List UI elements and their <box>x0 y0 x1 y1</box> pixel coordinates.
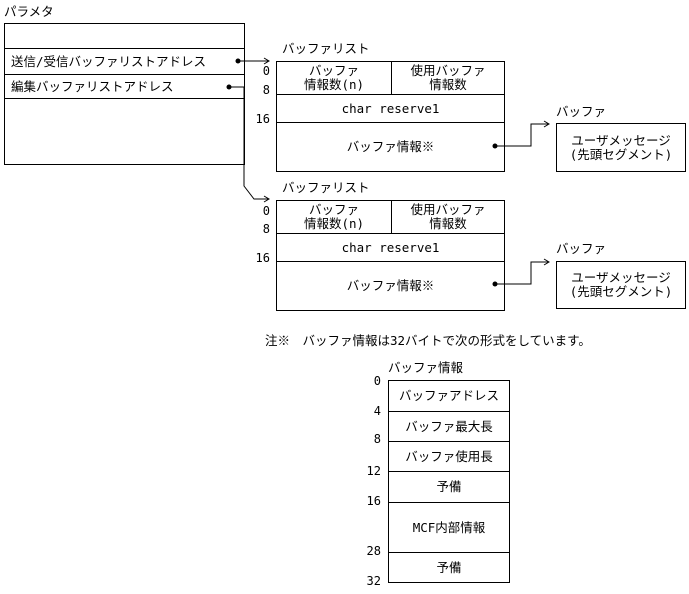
format-mcf-internal-info-label: MCF内部情報 <box>412 519 486 535</box>
buffer-list-1-used-info-count-l2: 情報数 <box>429 77 467 92</box>
buffer-list-2-used-info-count-l1: 使用バッファ <box>410 202 486 217</box>
buffer-2-content: ユーザメッセージ (先頭セグメント) <box>557 262 685 308</box>
buffer-list-2-buffer-info-count: バッファ 情報数(n) <box>277 201 391 233</box>
buffer-list-1-title: バッファリスト <box>282 41 370 56</box>
format-buffer-used-length: バッファ使用長 <box>389 442 509 471</box>
buffer-2-line2: (先頭セグメント) <box>569 284 673 299</box>
arrow-list1-to-buffer1 <box>495 123 548 147</box>
format-buffer-used-length-label: バッファ使用長 <box>405 448 493 464</box>
dot-send-recv <box>235 58 241 64</box>
buffer-list-2-offset-0: 0 <box>262 204 270 218</box>
edit-buffer-list-address: 編集バッファリストアドレス <box>5 75 244 98</box>
format-buffer-address-label: バッファアドレス <box>398 388 499 403</box>
send-recv-buffer-list-address-label: 送信/受信バッファリストアドレス <box>11 53 207 69</box>
buffer-list-2-offset-16: 16 <box>255 251 270 265</box>
edit-buffer-list-address-label: 編集バッファリストアドレス <box>11 78 174 94</box>
format-offset-12: 12 <box>366 464 381 478</box>
buffer-2: ユーザメッセージ (先頭セグメント) <box>556 261 686 309</box>
buffer-list-1-buffer-info-count: バッファ 情報数(n) <box>277 62 391 94</box>
format-offset-8: 8 <box>373 432 381 446</box>
buffer-info-format-table: バッファアドレス バッファ最大長 バッファ使用長 予備 MCF内部情報 予備 <box>388 380 510 583</box>
buffer-list-1-buffer-info-count-l2: 情報数(n) <box>303 77 365 92</box>
buffer-list-2-buffer-info-count-l2: 情報数(n) <box>303 216 365 231</box>
note-text: 注※ バッファ情報は32バイトで次の形式をしています。 <box>265 333 591 348</box>
dot-list1-info <box>492 143 498 149</box>
format-buffer-max-length-label: バッファ最大長 <box>405 418 493 434</box>
format-offset-28: 28 <box>366 544 381 558</box>
buffer-list-1-reserve-label: char reserve1 <box>341 100 440 116</box>
buffer-list-1-offset-0: 0 <box>262 64 270 78</box>
format-offset-4: 4 <box>373 404 381 418</box>
buffer-list-1-offset-8: 8 <box>262 83 270 97</box>
buffer-list-1-used-info-count-l1: 使用バッファ <box>410 63 486 78</box>
format-reserved-1-label: 予備 <box>436 479 462 494</box>
buffer-1: ユーザメッセージ (先頭セグメント) <box>556 123 686 172</box>
buffer-list-1-offset-16: 16 <box>255 112 270 126</box>
buffer-1-content: ユーザメッセージ (先頭セグメント) <box>557 124 685 171</box>
format-reserved-2-label: 予備 <box>436 559 462 575</box>
buffer-list-1-used-info-count: 使用バッファ 情報数 <box>392 62 504 94</box>
format-mcf-internal-info: MCF内部情報 <box>389 503 509 552</box>
buffer-list-2-buffer-info: バッファ情報※ <box>277 262 504 310</box>
buffer-1-line2: (先頭セグメント) <box>569 146 673 162</box>
buffer-list-2-title: バッファリスト <box>282 180 370 195</box>
buffer-list-2-used-info-count-l2: 情報数 <box>429 216 467 231</box>
buffer-list-1-buffer-info: バッファ情報※ <box>277 123 504 171</box>
format-offset-16: 16 <box>366 494 381 508</box>
buffer-1-line1: ユーザメッセージ <box>571 132 671 148</box>
buffer-list-2-reserve-label: char reserve1 <box>341 239 440 255</box>
buffer-2-title: バッファ <box>556 241 607 256</box>
format-buffer-address: バッファアドレス <box>389 381 509 411</box>
buffer-list-2-offset-8: 8 <box>262 222 270 236</box>
format-reserved-2: 予備 <box>389 553 509 582</box>
arrow-list2-to-buffer2 <box>495 261 548 285</box>
buffer-list-2-buffer-info-count-l1: バッファ <box>308 202 359 217</box>
format-offset-32: 32 <box>366 574 381 588</box>
buffer-list-2-used-info-count: 使用バッファ 情報数 <box>392 201 504 233</box>
buffer-list-1-buffer-info-label: バッファ情報※ <box>346 139 435 154</box>
buffer-list-1-reserve: char reserve1 <box>277 95 504 122</box>
format-buffer-max-length: バッファ最大長 <box>389 412 509 441</box>
dot-list2-info <box>492 281 498 287</box>
buffer-list-2: バッファ 情報数(n) 使用バッファ 情報数 char reserve1 バッフ… <box>276 200 505 311</box>
buffer-2-line1: ユーザメッセージ <box>571 270 671 285</box>
buffer-list-1-buffer-info-count-l1: バッファ <box>308 63 359 78</box>
dot-edit <box>226 84 232 90</box>
buffer-1-title: バッファ <box>556 104 607 119</box>
arrow-param-to-list2 <box>229 86 268 200</box>
param-title: パラメタ <box>4 4 54 19</box>
send-recv-buffer-list-address: 送信/受信バッファリストアドレス <box>5 49 244 74</box>
buffer-info-format-title: バッファ情報 <box>388 360 464 375</box>
buffer-list-1: バッファ 情報数(n) 使用バッファ 情報数 char reserve1 バッフ… <box>276 61 505 172</box>
buffer-list-2-reserve: char reserve1 <box>277 234 504 261</box>
format-offset-0: 0 <box>373 374 381 388</box>
buffer-list-2-buffer-info-label: バッファ情報※ <box>346 278 435 293</box>
format-reserved-1: 予備 <box>389 472 509 502</box>
